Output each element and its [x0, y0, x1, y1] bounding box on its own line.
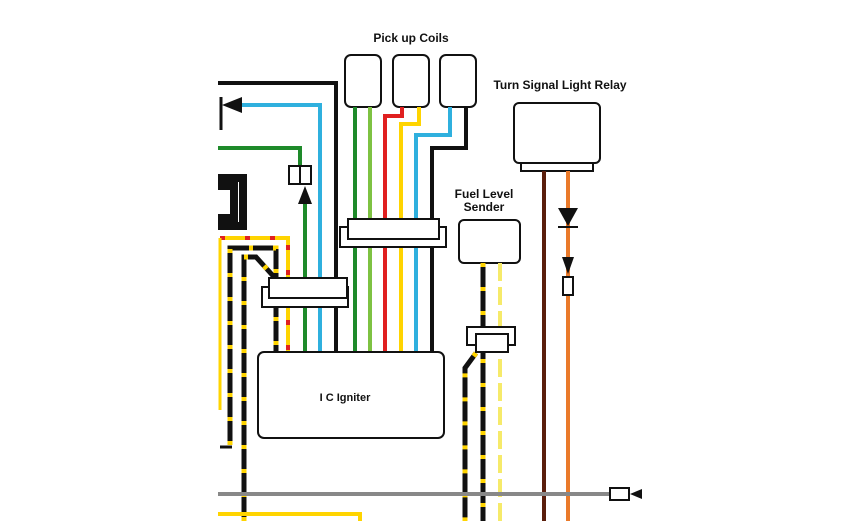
wire-black-yellow-1-dash: [227, 245, 279, 445]
arrow-left-icon-ground: [630, 489, 642, 499]
black-bracket: [218, 174, 247, 230]
fuel-level-sender: [458, 219, 521, 264]
upper-connector-inner: [347, 218, 440, 240]
wire-yellow-bottom: [218, 512, 362, 521]
wire-blue-left: [238, 103, 322, 352]
diode-icon: [558, 208, 578, 226]
pickup-coil-2: [392, 54, 430, 108]
turn-signal-relay: [513, 102, 601, 164]
arrow-down-icon: [562, 257, 574, 274]
gray-connector: [609, 487, 630, 501]
pickup-coils-label: Pick up Coils: [373, 31, 449, 45]
ic-igniter: [257, 351, 445, 439]
wire-fuel-black-2-dash: [462, 351, 479, 521]
fuel-connector-inner: [475, 333, 509, 353]
left-connector-inner: [268, 277, 348, 299]
pickup-coil-3: [439, 54, 477, 108]
pickup-coil-1: [344, 54, 382, 108]
fuel-level-sender-label-2: Sender: [464, 200, 505, 214]
turn-signal-relay-label: Turn Signal Light Relay: [493, 78, 626, 92]
wire-black-yellow-2-dash: [241, 254, 277, 521]
arrow-left-icon: [222, 97, 242, 113]
arrow-up-icon: [298, 186, 312, 204]
turn-signal-relay-base: [520, 162, 594, 172]
wire-green-left: [218, 146, 302, 166]
wire-black-frame: [218, 81, 338, 352]
fuel-level-sender-label-1: Fuel Level: [455, 187, 514, 201]
wire-yellow-red: [220, 236, 290, 352]
orange-connector: [562, 276, 574, 296]
ic-igniter-label: I C Igniter: [320, 392, 371, 404]
wire-black-coil: [430, 107, 468, 352]
